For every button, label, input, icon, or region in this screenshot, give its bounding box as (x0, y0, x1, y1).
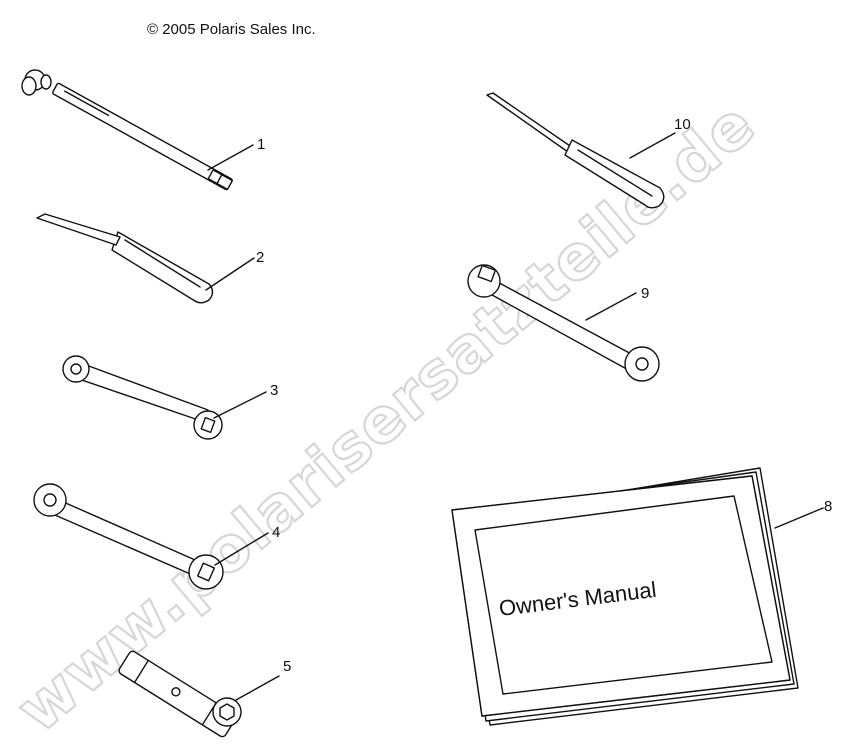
part-4-wrench-large (33, 483, 269, 590)
callout-3: 3 (270, 382, 278, 399)
copyright-text: © 2005 Polaris Sales Inc. (147, 21, 316, 38)
part-5-socket-tool (118, 650, 280, 738)
callout-8: 8 (824, 498, 832, 515)
part-9-wrench (467, 264, 660, 382)
callout-10: 10 (674, 116, 691, 133)
callout-5: 5 (283, 658, 291, 675)
callout-1: 1 (257, 136, 265, 153)
part-1-tire-gauge (21, 69, 254, 191)
part-10-screwdriver (486, 92, 676, 209)
part-8-owners-manual: Owner's Manual (451, 467, 824, 726)
part-2-screwdriver (36, 213, 255, 304)
callout-4: 4 (272, 524, 280, 541)
part-3-wrench-small (62, 355, 267, 440)
callout-9: 9 (641, 285, 649, 302)
callout-2: 2 (256, 249, 264, 266)
